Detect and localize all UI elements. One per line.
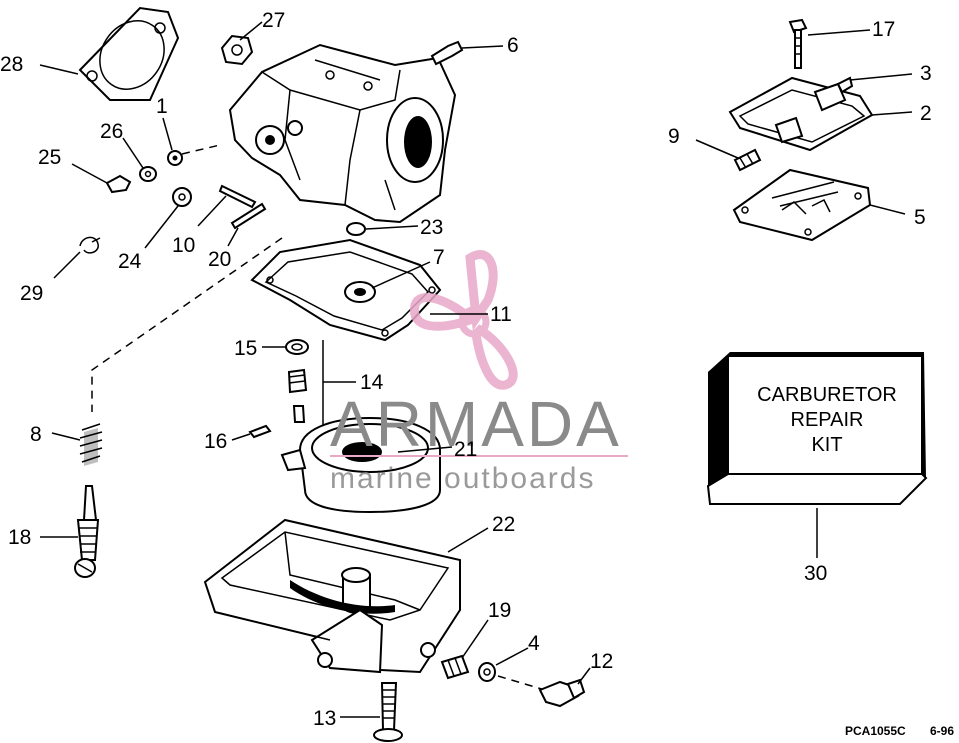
- callout-3: 3: [920, 62, 932, 85]
- watermark-propeller-icon: [410, 250, 518, 390]
- callout-14: 14: [360, 371, 384, 394]
- callout-16: 16: [204, 430, 227, 453]
- part-23-plug: [346, 222, 366, 236]
- part-13-screw: [373, 682, 403, 742]
- callout-6: 6: [507, 34, 519, 57]
- callout-20: 20: [208, 248, 231, 271]
- part-18-screw: [74, 485, 100, 578]
- callout-7: 7: [433, 246, 445, 269]
- callout-15: 15: [234, 337, 257, 360]
- part-9-valve: [733, 148, 762, 172]
- part-2-cover: [728, 76, 874, 152]
- part-22-float-bowl: [203, 518, 461, 674]
- callout-5: 5: [914, 206, 926, 229]
- callout-13: 13: [313, 707, 336, 730]
- callout-8: 8: [30, 423, 42, 446]
- carburetor-body: [228, 43, 457, 224]
- kit-line-3: KIT: [811, 434, 842, 456]
- callout-1: 1: [156, 95, 168, 118]
- kit-line-2: REPAIR: [791, 409, 864, 431]
- callout-numbers: 1 2 3 4 5 6 7 8 9 10 11 12 13 14 15 16 1…: [0, 9, 932, 730]
- part-21-float: [280, 416, 441, 514]
- callout-4: 4: [528, 632, 540, 655]
- part-12-fitting: [538, 678, 586, 708]
- part-28-gasket: [78, 6, 180, 101]
- part-26-washer: [139, 166, 157, 182]
- part-5-diaphragm: [732, 168, 872, 242]
- callout-26: 26: [100, 120, 123, 143]
- part-16-pin: [248, 424, 272, 439]
- callout-28: 28: [0, 53, 23, 76]
- callout-2: 2: [920, 102, 932, 125]
- part-25-screw: [105, 174, 132, 194]
- part-24-lever: [172, 187, 192, 207]
- part-1-washer: [167, 150, 183, 166]
- kit-line-1: CARBURETOR: [757, 384, 897, 406]
- part-14-needle-valve: [287, 368, 308, 423]
- part-10-pin: [218, 184, 257, 209]
- part-29-clip: [79, 236, 101, 254]
- figure-code: PCA1055C: [845, 724, 906, 738]
- callout-18: 18: [8, 526, 31, 549]
- part-8-spring: [79, 423, 103, 466]
- callout-9: 9: [668, 125, 680, 148]
- callout-21: 21: [454, 438, 477, 461]
- callout-23: 23: [420, 216, 443, 239]
- callout-11: 11: [490, 303, 512, 326]
- callout-27: 27: [262, 9, 285, 32]
- part-17-screw: [788, 18, 808, 69]
- part-20-screw: [230, 202, 267, 230]
- part-6-screw: [430, 40, 464, 66]
- callout-30: 30: [804, 562, 827, 585]
- part-19-fitting: [440, 654, 470, 680]
- watermark-brand: ARMADA: [330, 388, 622, 460]
- callout-29: 29: [20, 282, 43, 305]
- callout-24: 24: [118, 250, 142, 273]
- callout-12: 12: [590, 650, 613, 673]
- figure-date: 6-96: [930, 724, 954, 738]
- part-4-washer: [478, 662, 496, 682]
- part-30-repair-kit-box: CARBURETOR REPAIR KIT: [706, 352, 928, 505]
- part-3-fitting: [836, 76, 854, 94]
- part-15-o-ring: [285, 339, 309, 355]
- callout-19: 19: [488, 599, 511, 622]
- part-27-nut: [220, 34, 254, 66]
- callout-10: 10: [172, 234, 195, 257]
- callout-22: 22: [492, 513, 515, 536]
- callout-25: 25: [38, 146, 61, 169]
- leader-lines: [39, 21, 913, 718]
- callout-17: 17: [872, 18, 895, 41]
- part-7-gasket: [250, 238, 442, 342]
- watermark-tagline: marine outboards: [330, 462, 595, 495]
